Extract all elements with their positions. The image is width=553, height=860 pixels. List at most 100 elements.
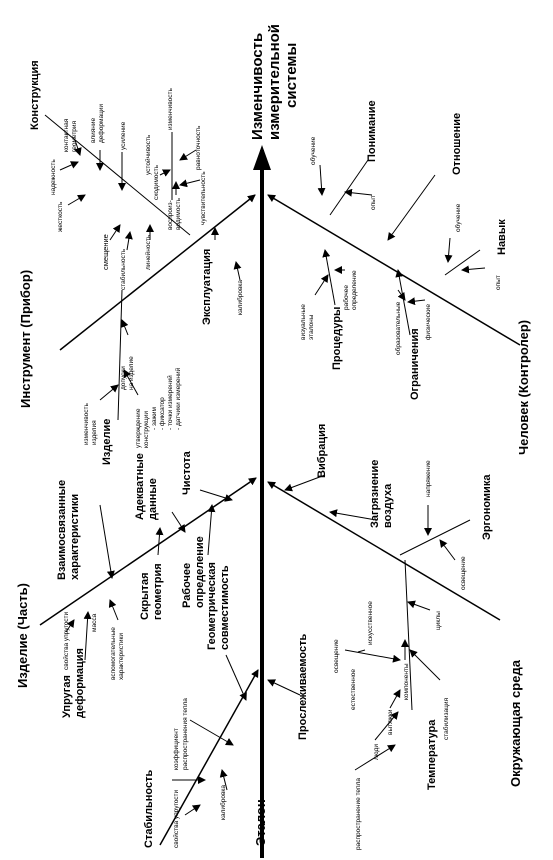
- inst-calibration-arrow: [233, 261, 242, 281]
- person-attitude: Отношение: [451, 113, 463, 175]
- person-experience-arrow: [344, 188, 373, 197]
- std-calibration-arrow: [219, 769, 228, 791]
- inst-approve-b3: - точки измерений: [166, 375, 174, 430]
- person-skill-bone: [444, 249, 481, 276]
- label-person: Человек (Контролер): [516, 320, 531, 455]
- part-adequate-2: данные: [147, 478, 159, 520]
- inst-stability2: стабильность: [119, 248, 127, 290]
- group-environment: Температура распространение тепла люди в…: [284, 424, 493, 850]
- part-working-2: определение: [194, 536, 206, 608]
- env-people-arrow: [374, 711, 399, 741]
- env-people: люди: [373, 744, 380, 760]
- std-thermal-1: коэффициент: [173, 728, 180, 770]
- std-geometric-arrow: [225, 654, 247, 701]
- part-aux-2: характеристики: [118, 633, 125, 680]
- env-air-2: воздуха: [382, 483, 394, 528]
- part-interrelated-1: Взаимосвязанные: [56, 480, 68, 580]
- inst-item-var-2: изделия: [91, 420, 98, 445]
- inst-reliability: надежность: [50, 159, 57, 195]
- inst-convergence: сходимость: [153, 164, 160, 200]
- env-vibration: Вибрация: [316, 424, 328, 478]
- env-drafts-arrow: [389, 689, 401, 709]
- env-drafts: вытяжки: [387, 709, 394, 735]
- part-working-1: Рабочее: [181, 563, 193, 608]
- env-natural: естественное: [350, 669, 357, 710]
- std-thermal-2: распространения тепла: [182, 698, 189, 770]
- part-interrelated-arrow: [99, 504, 115, 579]
- inst-tolerance-1: допуски: [120, 366, 127, 390]
- person-understanding: Понимание: [366, 100, 378, 162]
- inst-influence-1: влияние: [90, 118, 97, 143]
- person-visual-arrow: [314, 274, 329, 296]
- inst-uniformity: равноточность: [195, 125, 202, 170]
- inst-rigidity-arrow: [67, 194, 86, 206]
- person-limitations-arrow: [395, 269, 411, 336]
- env-temperature: Температура: [426, 719, 438, 790]
- person-training: обучение: [309, 136, 317, 165]
- inst-contact-arrow: [73, 139, 82, 156]
- part-hidden-arrow: [155, 527, 164, 556]
- std-calibration: калибровка: [219, 785, 227, 820]
- inst-item: Изделие: [101, 419, 113, 465]
- person-training2: обучение: [454, 203, 462, 232]
- label-environment: Окружающая среда: [508, 659, 523, 787]
- inst-variability: изменчивость: [167, 87, 174, 130]
- person-working-1: рабочее: [342, 285, 350, 310]
- inst-influence-2: деформации: [98, 104, 105, 143]
- group-standard: Стабильность свойства упругости калибров…: [143, 562, 309, 848]
- inst-reinforcement: усиление: [120, 121, 127, 150]
- person-procedures-arrow: [322, 249, 336, 306]
- effect-line-1: Изменчивость: [249, 33, 266, 140]
- inst-reproducibility-1: воспроиз-: [167, 200, 174, 230]
- std-geometric-1: Геометрическая: [206, 562, 218, 650]
- person-working-2: определение: [351, 270, 358, 310]
- part-adequate-1: Адекватные: [134, 453, 146, 520]
- env-artificial: искусственное: [367, 601, 374, 645]
- person-experience: опыт: [370, 195, 377, 210]
- env-stabilization: стабилизация: [442, 698, 450, 740]
- label-part: Изделие (Часть): [15, 583, 30, 688]
- inst-linearity: линейность: [144, 234, 152, 270]
- inst-approve-2: конструкции: [143, 411, 150, 448]
- env-temperature-bone: [404, 559, 413, 711]
- inst-exploitation: Эксплуатация: [201, 249, 213, 325]
- inst-rigidity: жесткость: [57, 201, 64, 232]
- inst-construction-bone: [44, 114, 191, 236]
- std-thermal-arrow: [189, 719, 234, 746]
- env-vibration-arrow: [284, 474, 326, 492]
- inst-tolerance-arrow: [120, 319, 129, 336]
- env-stabilization-arrow: [409, 649, 441, 681]
- part-working-arrow: [207, 504, 216, 556]
- person-skill: Навык: [496, 219, 508, 255]
- part-elastic-def-2: деформация: [74, 648, 86, 718]
- part-adequate-arrow: [171, 511, 186, 533]
- person-experience2-arrow: [461, 265, 486, 274]
- part-hidden-2: геометрия: [152, 563, 164, 620]
- inst-item-bone: [117, 289, 123, 421]
- inst-approve-b4: - датчики измерений: [174, 367, 182, 430]
- env-natural-link: [357, 649, 366, 653]
- bone-person: [267, 194, 521, 346]
- inst-approve-b2: - фиксатор: [159, 397, 166, 430]
- bone-instrument: [59, 194, 256, 351]
- person-visual-1: визуальные: [300, 304, 307, 340]
- env-ergonomics-bone: [399, 519, 471, 556]
- person-limitations: Ограничения: [409, 328, 421, 400]
- spine-arrowhead: [253, 145, 271, 170]
- part-aux-1: вспомогательные: [110, 627, 117, 680]
- person-procedures: Процедуры: [331, 307, 343, 370]
- part-cleanliness: Чистота: [181, 450, 193, 495]
- std-traceability-arrow: [267, 679, 301, 696]
- std-traceability: Прослеживаемость: [297, 634, 309, 740]
- person-physical: физические: [425, 304, 432, 340]
- person-understanding-bone: [329, 159, 369, 216]
- part-elastic: свойства упругости: [62, 611, 70, 670]
- label-standard: Эталон: [253, 799, 268, 846]
- group-person: Понимание обучение опыт Отношение Навык …: [300, 100, 508, 400]
- person-educational: образовательные: [394, 301, 402, 355]
- inst-item-var-arrow: [99, 384, 119, 401]
- part-mass: масса: [91, 613, 98, 632]
- inst-construction: Конструкция: [29, 60, 41, 130]
- env-lighting2-arrow: [439, 539, 456, 561]
- label-instrument: Инструмент (Прибор): [18, 270, 33, 408]
